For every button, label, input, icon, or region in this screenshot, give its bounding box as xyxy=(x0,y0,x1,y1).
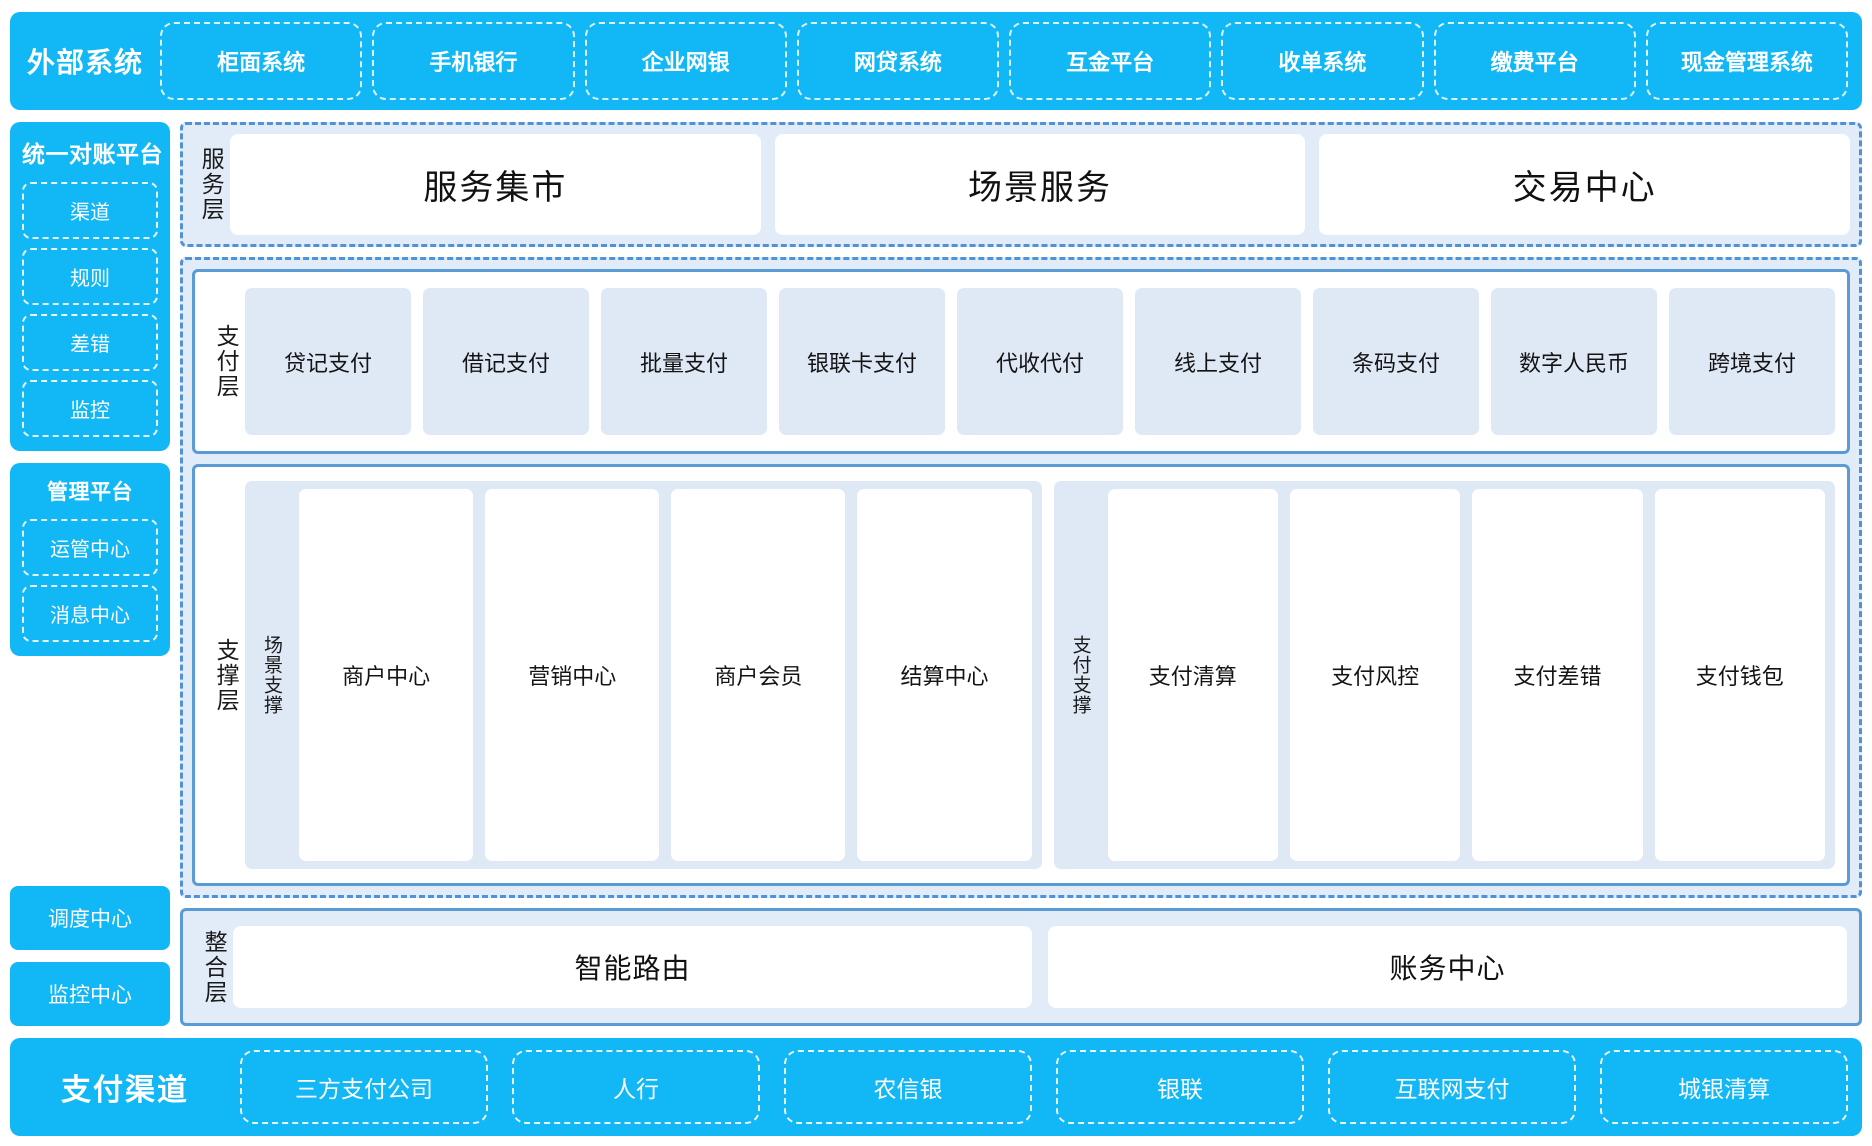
external-system-item[interactable]: 缴费平台 xyxy=(1433,22,1636,100)
reconciliation-platform-title: 统一对账平台 xyxy=(22,141,163,167)
support-card-settlement-center[interactable]: 结算中心 xyxy=(857,489,1032,861)
payment-card-cross-border[interactable]: 跨境支付 xyxy=(1669,288,1835,435)
support-card-payment-clearing[interactable]: 支付清算 xyxy=(1107,489,1278,861)
management-item-operations-center[interactable]: 运管中心 xyxy=(22,519,158,576)
external-systems-title: 外部系统 xyxy=(26,47,143,78)
external-system-item[interactable]: 企业网银 xyxy=(584,22,787,100)
payment-card-credit[interactable]: 贷记支付 xyxy=(245,288,411,435)
support-group-payment: 支付支撑 支付清算 支付风控 支付差错 支付钱包 xyxy=(1053,481,1835,869)
service-layer-group: 服务层 服务集市 场景服务 交易中心 xyxy=(180,122,1862,247)
integration-layer-items: 智能路由 账务中心 xyxy=(233,920,1847,1014)
payment-channel-item[interactable]: 农信银 xyxy=(784,1050,1032,1124)
service-card-scenario[interactable]: 场景服务 xyxy=(774,134,1306,235)
payment-layer-items: 贷记支付 借记支付 批量支付 银联卡支付 代收代付 线上支付 条码支付 数字人民… xyxy=(245,282,1835,441)
payment-layer-box: 支付层 贷记支付 借记支付 批量支付 银联卡支付 代收代付 线上支付 条码支付 … xyxy=(192,269,1850,454)
support-group-scenario: 场景支撑 商户中心 营销中心 商户会员 结算中心 xyxy=(245,481,1042,869)
external-system-item[interactable]: 收单系统 xyxy=(1221,22,1424,100)
monitoring-center-card[interactable]: 监控中心 xyxy=(10,962,170,1026)
payment-channels-title: 支付渠道 xyxy=(61,1074,189,1107)
payment-card-debit[interactable]: 借记支付 xyxy=(423,288,589,435)
external-system-item[interactable]: 互金平台 xyxy=(1009,22,1212,100)
support-layer-box: 支撑层 场景支撑 商户中心 营销中心 商户会员 结算中心 支付支撑 支付清算 xyxy=(192,464,1850,886)
external-system-item[interactable]: 网贷系统 xyxy=(796,22,999,100)
support-layer-label: 支撑层 xyxy=(213,637,240,713)
support-card-payment-error[interactable]: 支付差错 xyxy=(1472,489,1643,861)
payment-channel-item[interactable]: 互联网支付 xyxy=(1328,1050,1576,1124)
payment-card-online[interactable]: 线上支付 xyxy=(1135,288,1301,435)
middle-section: 统一对账平台 渠道 规则 差错 监控 管理平台 运管中心 消息中心 调度中心 监… xyxy=(10,110,1862,1036)
payment-card-unionpay[interactable]: 银联卡支付 xyxy=(779,288,945,435)
support-card-payment-wallet[interactable]: 支付钱包 xyxy=(1654,489,1825,861)
payment-channel-item[interactable]: 人行 xyxy=(512,1050,760,1124)
core-layers-group: 支付层 贷记支付 借记支付 批量支付 银联卡支付 代收代付 线上支付 条码支付 … xyxy=(180,257,1862,898)
payment-card-batch[interactable]: 批量支付 xyxy=(601,288,767,435)
scheduling-center-card[interactable]: 调度中心 xyxy=(10,886,170,950)
support-card-payment-riskcontrol[interactable]: 支付风控 xyxy=(1289,489,1461,861)
left-rail: 统一对账平台 渠道 规则 差错 监控 管理平台 运管中心 消息中心 调度中心 监… xyxy=(10,122,170,1026)
reconciliation-item-error[interactable]: 差错 xyxy=(22,314,158,371)
management-item-message-center[interactable]: 消息中心 xyxy=(22,585,158,642)
management-platform-card: 管理平台 运管中心 消息中心 xyxy=(10,463,170,656)
payment-card-digital-rmb[interactable]: 数字人民币 xyxy=(1491,288,1657,435)
integration-card-smart-routing[interactable]: 智能路由 xyxy=(233,926,1032,1008)
payment-channels-list: 三方支付公司 人行 农信银 银联 互联网支付 城银清算 xyxy=(240,1038,1848,1136)
reconciliation-platform-card: 统一对账平台 渠道 规则 差错 监控 xyxy=(10,122,170,451)
payment-channels-bar: 支付渠道 三方支付公司 人行 农信银 银联 互联网支付 城银清算 xyxy=(10,1038,1862,1136)
integration-layer-box: 整合层 智能路由 账务中心 xyxy=(180,908,1862,1026)
external-system-item[interactable]: 手机银行 xyxy=(372,22,575,100)
reconciliation-item-channel[interactable]: 渠道 xyxy=(22,182,158,239)
management-platform-title: 管理平台 xyxy=(47,481,133,504)
integration-layer-label: 整合层 xyxy=(201,929,228,1005)
payment-channel-item[interactable]: 三方支付公司 xyxy=(240,1050,488,1124)
support-layer-groups: 场景支撑 商户中心 营销中心 商户会员 结算中心 支付支撑 支付清算 支付风控 … xyxy=(245,477,1835,873)
external-system-item[interactable]: 现金管理系统 xyxy=(1645,22,1848,100)
support-card-marketing-center[interactable]: 营销中心 xyxy=(485,489,660,861)
integration-card-accounting-center[interactable]: 账务中心 xyxy=(1048,926,1847,1008)
support-card-merchant-center[interactable]: 商户中心 xyxy=(299,489,474,861)
layer-stack: 服务层 服务集市 场景服务 交易中心 支付层 贷记支付 借记支付 批量支付 银联… xyxy=(180,122,1862,1026)
payment-card-collection[interactable]: 代收代付 xyxy=(957,288,1123,435)
external-system-item[interactable]: 柜面系统 xyxy=(160,22,363,100)
support-card-merchant-member[interactable]: 商户会员 xyxy=(671,489,846,861)
external-systems-list: 柜面系统 手机银行 企业网银 网贷系统 互金平台 收单系统 缴费平台 现金管理系… xyxy=(160,12,1848,110)
external-systems-bar: 外部系统 柜面系统 手机银行 企业网银 网贷系统 互金平台 收单系统 缴费平台 … xyxy=(10,12,1862,110)
service-layer-items: 服务集市 场景服务 交易中心 xyxy=(230,134,1851,235)
support-group-payment-label: 支付支撑 xyxy=(1069,635,1091,715)
rail-spacer xyxy=(10,668,170,874)
service-card-marketplace[interactable]: 服务集市 xyxy=(230,134,761,235)
service-card-transaction[interactable]: 交易中心 xyxy=(1319,134,1851,235)
payment-channel-item[interactable]: 城银清算 xyxy=(1600,1050,1848,1124)
reconciliation-item-rule[interactable]: 规则 xyxy=(22,248,158,305)
payment-channel-item[interactable]: 银联 xyxy=(1056,1050,1304,1124)
payment-card-barcode[interactable]: 条码支付 xyxy=(1313,288,1479,435)
payment-layer-label: 支付层 xyxy=(213,324,240,399)
support-group-scenario-label: 场景支撑 xyxy=(260,635,282,715)
service-layer-label: 服务层 xyxy=(198,147,225,222)
reconciliation-item-monitor[interactable]: 监控 xyxy=(22,380,158,437)
